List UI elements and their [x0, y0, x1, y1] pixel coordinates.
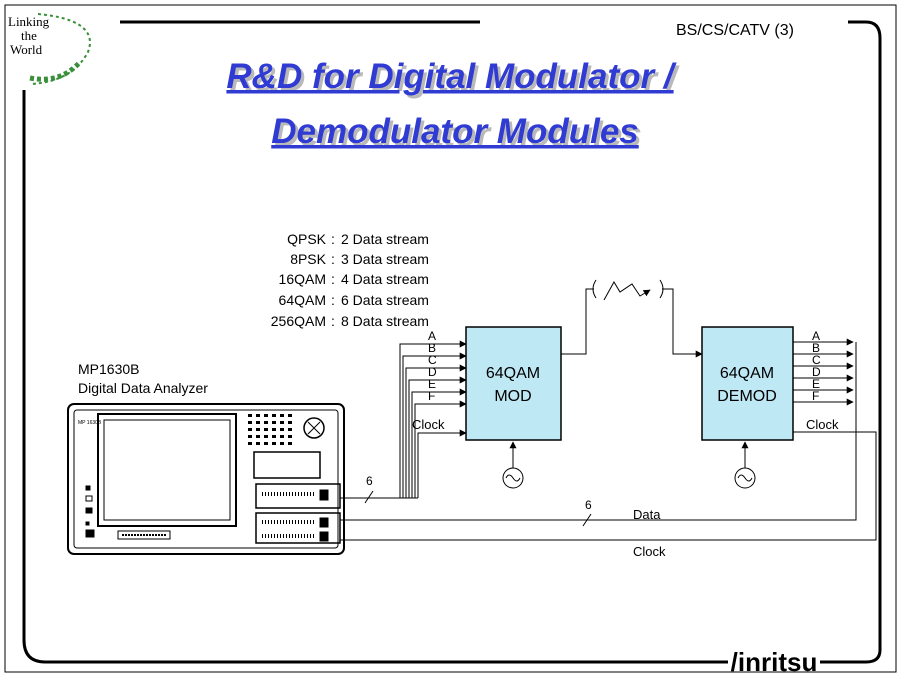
mod-channel-labels: A B C D E F	[428, 329, 437, 403]
content-frame	[22, 20, 882, 664]
page-title: R&D for Digital Modulator / R&D for Digi…	[226, 57, 679, 154]
svg-text:MP 1630B: MP 1630B	[78, 420, 102, 426]
channel-label: A	[428, 329, 436, 343]
channel-label: B	[812, 341, 820, 355]
channel-label: E	[428, 377, 436, 391]
clock-return-label: Clock	[633, 544, 666, 559]
demod-channel-labels: A B C D E F	[812, 329, 821, 403]
svg-text:the: the	[21, 28, 37, 43]
channel-label: B	[428, 341, 436, 355]
section-tag: BS/CS/CATV (3)	[676, 22, 794, 39]
anritsu-logo: /inritsu	[731, 647, 818, 677]
channel-label: D	[812, 365, 821, 379]
demod-output-bus	[340, 338, 877, 541]
svg-text:Linking: Linking	[8, 14, 50, 29]
format-name: 16QAM	[279, 271, 326, 287]
demod-block: 64QAM DEMOD	[701, 326, 794, 441]
format-name: 8PSK	[290, 251, 326, 267]
analyzer-model: MP1630B	[78, 361, 139, 377]
page-border	[4, 4, 897, 673]
format-list: QPSK : 2 Data stream 8PSK : 3 Data strea…	[271, 231, 429, 329]
svg-text:World: World	[10, 42, 43, 57]
channel-label: C	[428, 353, 437, 367]
svg-text:64QAM: 64QAM	[486, 365, 540, 382]
svg-text:Demodulator Modules: Demodulator Modules	[274, 115, 642, 154]
rf-path	[561, 279, 703, 358]
bus-width-rx: 6	[585, 498, 592, 512]
svg-text::: :	[331, 313, 335, 329]
format-name: QPSK	[287, 231, 327, 247]
format-name: 256QAM	[271, 313, 326, 329]
svg-text::: :	[331, 231, 335, 247]
svg-text:MOD: MOD	[494, 388, 531, 405]
clock-out-label: Clock	[806, 417, 839, 432]
format-streams: 6 Data stream	[341, 292, 429, 308]
svg-text::: :	[331, 251, 335, 267]
analyzer-description: Digital Data Analyzer	[78, 380, 208, 396]
format-name: 64QAM	[279, 292, 326, 308]
svg-text:64QAM: 64QAM	[720, 365, 774, 382]
linking-the-world-logo: Linking the World	[8, 13, 91, 85]
format-streams: 8 Data stream	[341, 313, 429, 329]
format-streams: 2 Data stream	[341, 231, 429, 247]
svg-text:DEMOD: DEMOD	[717, 388, 777, 405]
channel-label: F	[428, 389, 435, 403]
channel-label: A	[812, 329, 820, 343]
clock-in-label: Clock	[412, 417, 445, 432]
mp1630b-analyzer: MP 1630B	[67, 403, 345, 555]
channel-label: E	[812, 377, 820, 391]
bus-width-tx: 6	[366, 474, 373, 488]
channel-label: D	[428, 365, 437, 379]
svg-text:Demodulator Modules: Demodulator Modules	[271, 112, 639, 151]
keypad	[248, 414, 292, 445]
svg-text:R&D for Digital Modulator /: R&D for Digital Modulator /	[226, 57, 676, 96]
svg-text::: :	[331, 292, 335, 308]
channel-label: F	[812, 389, 819, 403]
format-streams: 4 Data stream	[341, 271, 429, 287]
mod-block: 64QAM MOD	[465, 326, 562, 441]
mod-input-bus	[340, 340, 467, 504]
channel-label: C	[812, 353, 821, 367]
data-return-label: Data	[633, 507, 661, 522]
mod-oscillator	[502, 441, 524, 489]
demod-oscillator	[734, 441, 756, 489]
svg-text:R&D for Digital Modulator /: R&D for Digital Modulator /	[229, 60, 679, 99]
format-streams: 3 Data stream	[341, 251, 429, 267]
svg-text::: :	[331, 271, 335, 287]
